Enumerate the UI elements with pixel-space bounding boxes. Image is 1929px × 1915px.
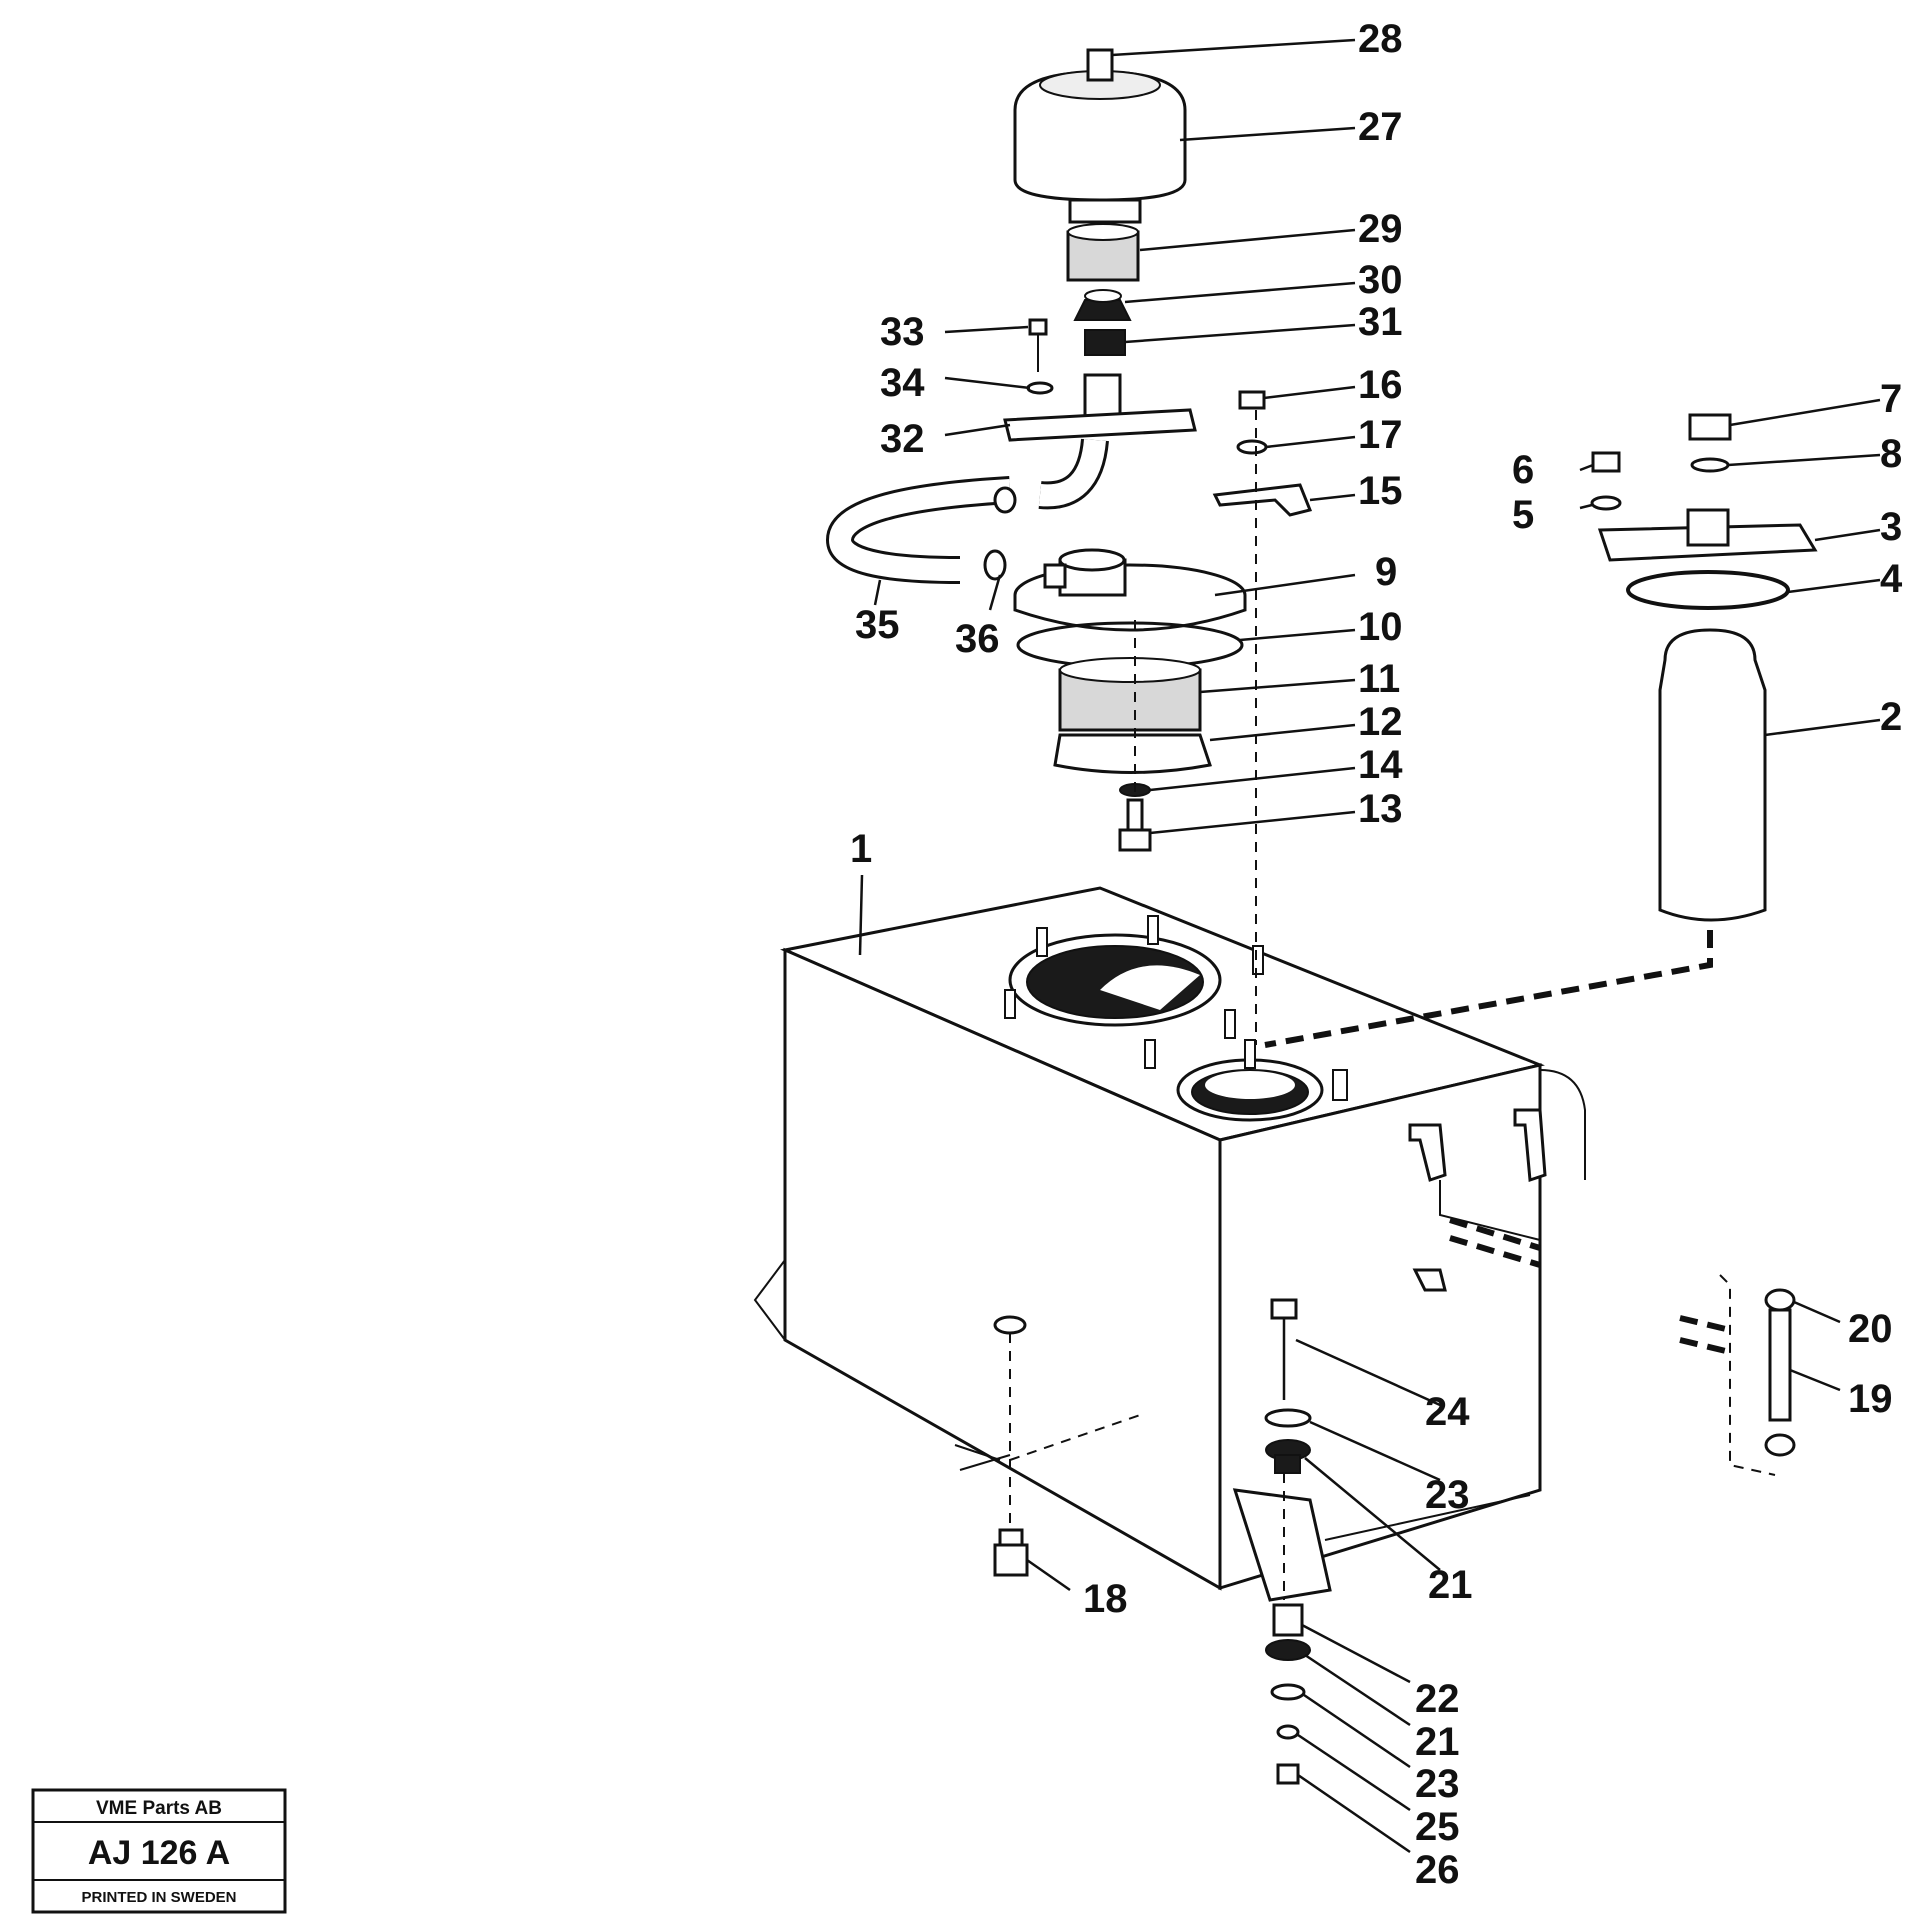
callout-16: 16 bbox=[1358, 363, 1403, 407]
sight-glass bbox=[1679, 1274, 1796, 1476]
hose bbox=[825, 438, 1109, 584]
callout-19: 19 bbox=[1848, 1377, 1893, 1421]
callout-15: 15 bbox=[1358, 469, 1403, 513]
callout-23b: 23 bbox=[1415, 1762, 1460, 1806]
breather-assembly bbox=[1003, 48, 1197, 442]
return-filter bbox=[1264, 413, 1818, 1048]
mounting-stack bbox=[1264, 1298, 1312, 1785]
callout-12: 12 bbox=[1358, 700, 1403, 744]
callout-20: 20 bbox=[1848, 1307, 1893, 1351]
callout-8: 8 bbox=[1880, 432, 1902, 476]
callout-24: 24 bbox=[1425, 1390, 1470, 1434]
drain-plug bbox=[959, 1315, 1141, 1577]
callout-35: 35 bbox=[855, 603, 900, 647]
callout-6: 6 bbox=[1512, 448, 1534, 492]
callout-17: 17 bbox=[1358, 413, 1403, 457]
callout-31: 31 bbox=[1358, 300, 1403, 344]
company-name: VME Parts AB bbox=[96, 1798, 222, 1819]
callout-36: 36 bbox=[955, 617, 1000, 661]
callout-21b: 21 bbox=[1415, 1720, 1460, 1764]
leader-lines bbox=[858, 38, 1881, 1854]
callout-14: 14 bbox=[1358, 743, 1403, 787]
bracket bbox=[1212, 390, 1313, 1045]
callout-30: 30 bbox=[1358, 258, 1403, 302]
callout-3: 3 bbox=[1880, 505, 1902, 549]
callout-18: 18 bbox=[1083, 1577, 1128, 1621]
title-block: VME Parts AB AJ 126 A PRINTED IN SWEDEN bbox=[31, 1788, 287, 1914]
callout-4: 4 bbox=[1880, 557, 1903, 601]
callout-9: 9 bbox=[1375, 550, 1397, 594]
callout-13: 13 bbox=[1358, 787, 1403, 831]
drawing-number: AJ 126 A bbox=[88, 1834, 230, 1872]
callout-2: 2 bbox=[1880, 695, 1902, 739]
callout-29: 29 bbox=[1358, 207, 1403, 251]
callout-26: 26 bbox=[1415, 1848, 1460, 1892]
callout-27: 27 bbox=[1358, 105, 1403, 149]
callout-1: 1 bbox=[850, 827, 872, 871]
callout-32: 32 bbox=[880, 417, 925, 461]
callout-21: 21 bbox=[1428, 1563, 1473, 1607]
printed-in: PRINTED IN SWEDEN bbox=[81, 1889, 236, 1906]
filler-assembly bbox=[1013, 548, 1247, 852]
callout-labels: 28 27 29 30 31 33 34 32 16 17 15 7 6 8 5… bbox=[850, 17, 1903, 1892]
callout-5: 5 bbox=[1512, 493, 1534, 537]
callout-28: 28 bbox=[1358, 17, 1403, 61]
callout-23: 23 bbox=[1425, 1473, 1470, 1517]
callout-33: 33 bbox=[880, 310, 925, 354]
callout-22: 22 bbox=[1415, 1677, 1460, 1721]
callout-10: 10 bbox=[1358, 605, 1403, 649]
callout-11: 11 bbox=[1358, 657, 1400, 701]
callout-34: 34 bbox=[880, 361, 925, 405]
callout-7: 7 bbox=[1880, 377, 1902, 421]
callout-25: 25 bbox=[1415, 1805, 1460, 1849]
